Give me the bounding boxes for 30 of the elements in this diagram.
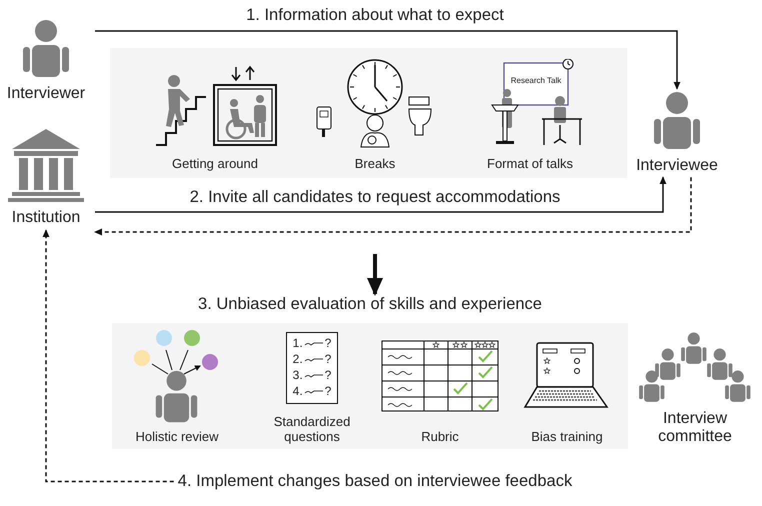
step-heading: 4. Implement changes based on interviewee feedback <box>178 472 572 491</box>
actor-label: Institution <box>10 208 82 228</box>
actor-label: Interviewer <box>6 84 86 104</box>
question-number: 3. <box>292 369 303 383</box>
item-label: Bias training <box>530 430 604 445</box>
actor-label: Interview committee <box>657 410 733 446</box>
item-label: Format of talks <box>486 157 574 172</box>
step-heading: 3. Unbiased evaluation of skills and experience <box>198 295 542 314</box>
item-label: Getting around <box>170 157 259 172</box>
panel-background <box>110 48 627 178</box>
question-number: 4. <box>292 384 303 399</box>
arrow <box>367 254 383 296</box>
edge-label: 2. Invite all candidates to request accommodations <box>188 188 562 207</box>
question-number: 1. <box>292 337 303 352</box>
board-title: Research Talk <box>510 76 562 86</box>
arrow <box>95 176 666 213</box>
question-mark: ? <box>324 337 332 352</box>
item-label: Breaks <box>354 157 396 172</box>
question-mark: ? <box>324 353 332 368</box>
arrow <box>95 30 680 90</box>
edge-label: 1. Information about what to expect <box>245 6 505 25</box>
question-number: 2. <box>292 353 303 368</box>
actor-label: Interviewee <box>635 156 719 176</box>
item-label: Standardized questions <box>272 415 352 445</box>
item-label: Rubric <box>420 430 460 445</box>
item-label: Holistic review <box>134 430 220 445</box>
question-mark: ? <box>324 369 332 383</box>
arrow <box>42 229 174 482</box>
arrow <box>94 177 692 236</box>
question-mark: ? <box>324 384 332 399</box>
